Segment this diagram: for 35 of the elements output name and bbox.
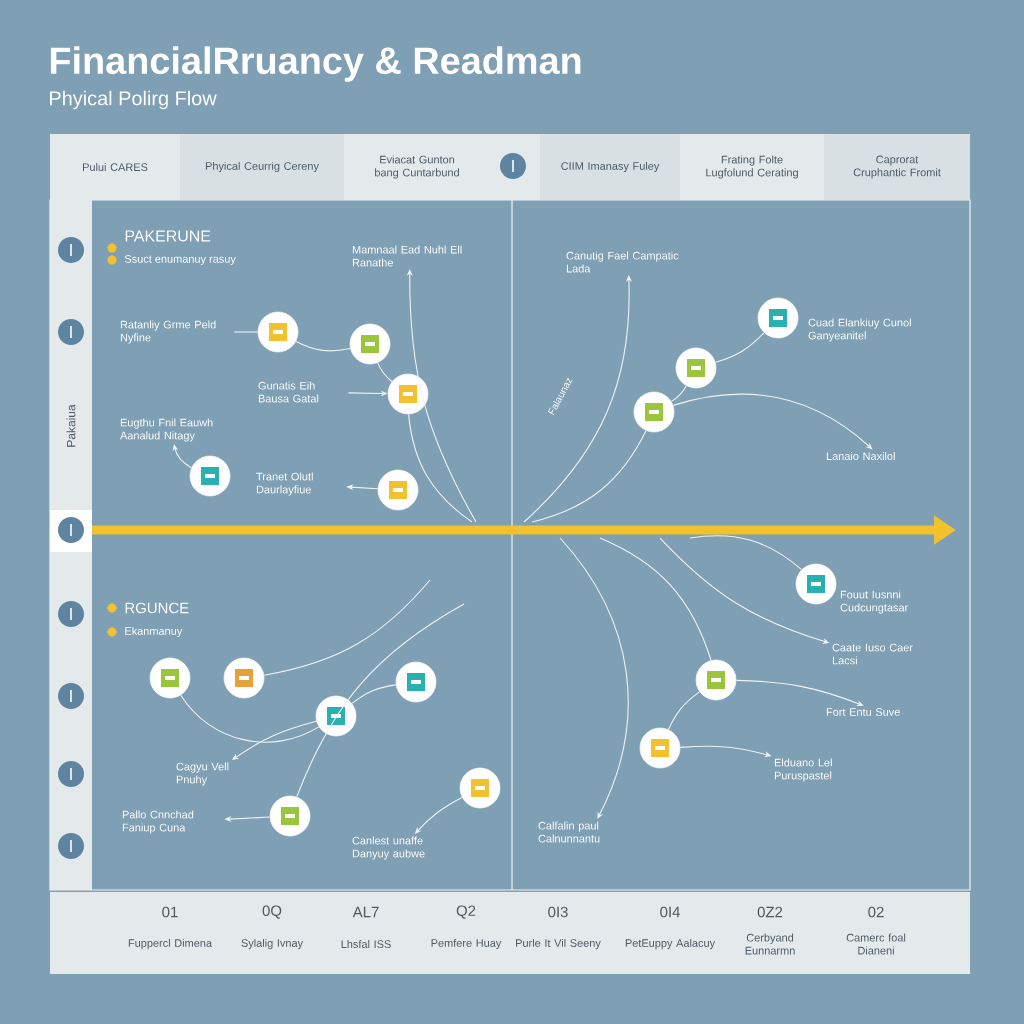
connector: [295, 340, 351, 352]
title: FinancialRruancy & Readman: [50, 46, 581, 82]
icon-circle: [795, 563, 837, 605]
connector: [296, 603, 465, 798]
connector: [408, 413, 473, 523]
icon-circle: [757, 297, 799, 339]
icon-circle: [377, 469, 419, 511]
connector: [672, 393, 873, 450]
icon-circle: [633, 391, 675, 433]
icon-circle: [675, 347, 717, 389]
icon-circle: [395, 661, 437, 703]
icon-circle: [269, 795, 311, 837]
connector: [667, 691, 700, 730]
icon-circle: [459, 767, 501, 809]
icon-circle: [223, 657, 265, 699]
connector: [180, 694, 320, 743]
connector: [599, 537, 712, 661]
subtitle: Phyical Polirg Flow: [50, 90, 217, 110]
connector: [670, 385, 687, 402]
connector: [351, 684, 397, 704]
icon-circle: [189, 455, 231, 497]
connector: [233, 331, 259, 333]
icon-circle: [149, 657, 191, 699]
connector: [689, 535, 803, 571]
icon-circle: [257, 311, 299, 353]
icon-circle: [387, 373, 429, 415]
connector: [172, 444, 192, 469]
icon-circle: [639, 727, 681, 769]
connector: [377, 362, 393, 383]
connector: [531, 430, 647, 523]
icon-circle: [695, 659, 737, 701]
connector: [715, 332, 765, 363]
connector: [263, 579, 431, 676]
icon-circle: [349, 323, 391, 365]
icon-circle: [315, 695, 357, 737]
